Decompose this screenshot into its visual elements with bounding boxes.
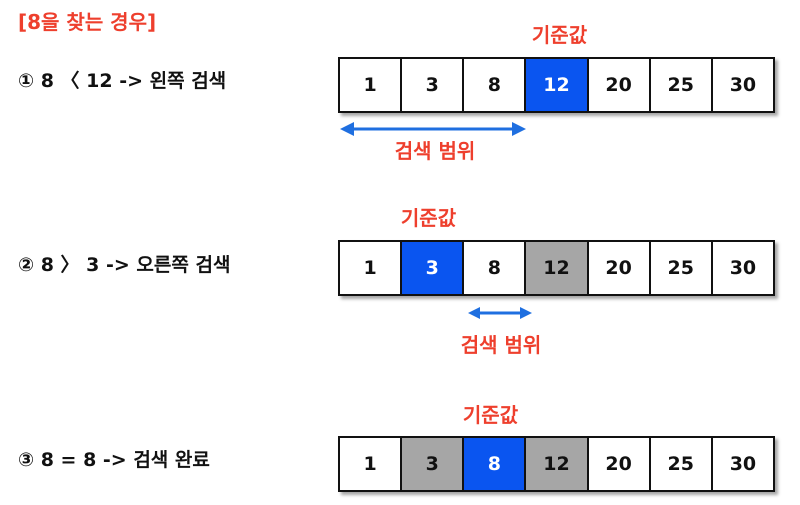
pivot-cell: 8	[464, 438, 527, 490]
array-cell: 3	[402, 59, 465, 111]
excluded-cell: 12	[526, 242, 589, 294]
search-range-arrow-2	[468, 307, 532, 319]
array-cell: 30	[712, 438, 773, 490]
array-step-1: 1 3 8 12 20 25 30	[338, 57, 775, 113]
step-3-label: ③ 8 = 8 -> 검색 완료	[18, 449, 210, 471]
step-1-label: ① 8 〈 12 -> 왼쪽 검색	[18, 70, 227, 92]
excluded-cell: 12	[526, 438, 589, 490]
array-cell: 8	[464, 59, 527, 111]
array-step-3: 1 3 8 12 20 25 30	[338, 436, 775, 492]
step-2-label: ② 8 〉 3 -> 오른쪽 검색	[18, 254, 231, 276]
array-cell: 20	[588, 438, 651, 490]
array-cell: 1	[340, 242, 403, 294]
array-cell: 20	[588, 59, 651, 111]
pivot-label-2: 기준값	[400, 206, 457, 230]
array-cell: 25	[650, 242, 713, 294]
array-cell: 25	[650, 438, 713, 490]
pivot-cell: 3	[402, 242, 465, 294]
array-cell: 8	[464, 242, 527, 294]
search-range-arrow-1	[340, 122, 526, 136]
pivot-label-3: 기준값	[462, 403, 519, 427]
search-range-label-2: 검색 범위	[460, 333, 542, 357]
pivot-cell: 12	[526, 59, 589, 111]
pivot-label-1: 기준값	[531, 23, 588, 47]
excluded-cell: 3	[402, 438, 465, 490]
array-cell: 1	[340, 438, 403, 490]
page-title: [8을 찾는 경우]	[18, 10, 157, 34]
array-step-2: 1 3 8 12 20 25 30	[338, 240, 775, 296]
array-cell: 20	[588, 242, 651, 294]
array-cell: 25	[650, 59, 713, 111]
search-range-label-1: 검색 범위	[394, 139, 476, 163]
array-cell: 30	[712, 59, 773, 111]
array-cell: 1	[340, 59, 403, 111]
array-cell: 30	[712, 242, 773, 294]
